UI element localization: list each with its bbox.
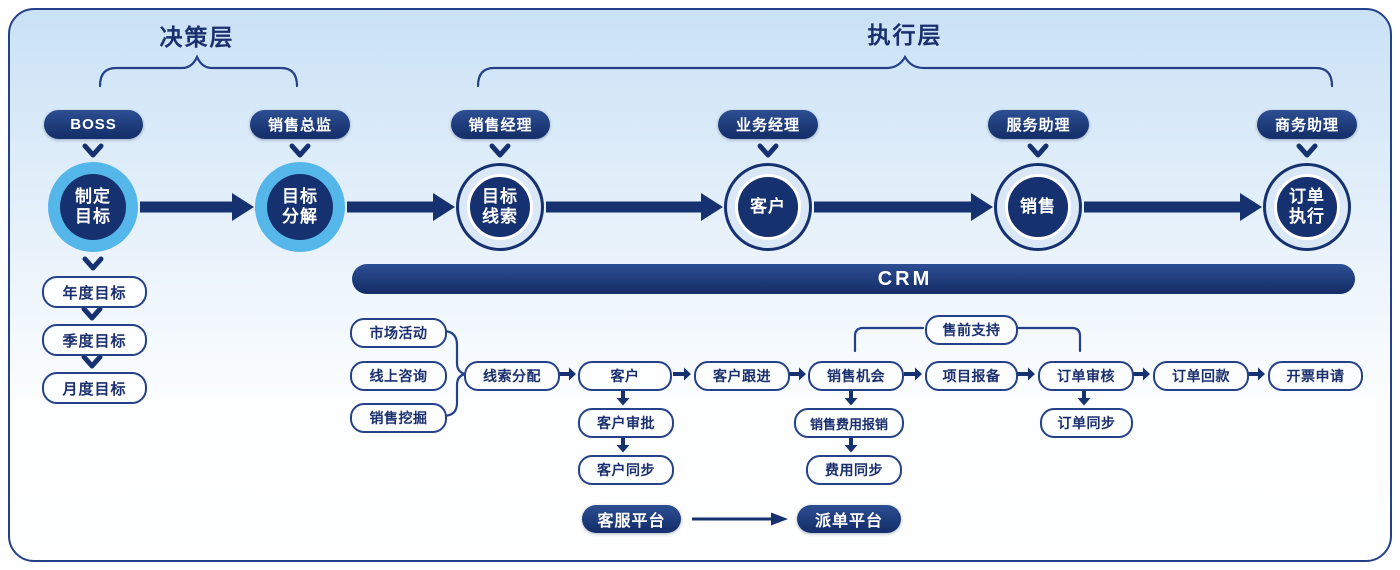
decision-layer-title: 决策层	[159, 24, 235, 50]
role-pill-service-assistant: 服务助理	[988, 110, 1089, 139]
goal-pill-annual: 年度目标	[42, 276, 147, 308]
stage-label: 销售	[1020, 197, 1056, 217]
stage-label: 目标	[282, 187, 318, 207]
flow-pill-project-filing: 项目报备	[925, 361, 1018, 391]
stage-circle-customer: 客户	[724, 163, 812, 251]
stage-label: 制定	[75, 187, 111, 207]
goal-pill-quarterly: 季度目标	[42, 324, 147, 356]
flow-pill-presale-support: 售前支持	[925, 315, 1018, 345]
role-pill-commerce-assistant: 商务助理	[1257, 110, 1357, 139]
flow-pill-customer-follow-up: 客户跟进	[694, 361, 790, 391]
flow-pill-expense-sync: 费用同步	[806, 455, 902, 485]
stage-label: 目标	[482, 187, 518, 207]
platform-pill-dispatch: 派单平台	[797, 505, 901, 533]
flow-pill-sales-expense-reimbursement: 销售费用报销	[794, 408, 904, 438]
stage-label: 客户	[750, 197, 786, 217]
stage-circle-goal-breakdown: 目标分解	[255, 162, 345, 252]
flow-pill-market-activity: 市场活动	[350, 318, 447, 348]
stage-circle-set-goals: 制定目标	[48, 162, 138, 252]
flow-pill-order-sync: 订单同步	[1040, 408, 1133, 438]
goal-pill-monthly: 月度目标	[42, 372, 147, 404]
flow-pill-invoice-request: 开票申请	[1268, 361, 1363, 391]
flow-pill-lead-assignment: 线索分配	[464, 361, 560, 391]
execution-layer-title: 执行层	[867, 22, 943, 48]
crm-bar: CRM	[352, 264, 1355, 294]
platform-pill-customer-service: 客服平台	[582, 505, 681, 533]
flow-pill-sales-mining: 销售挖掘	[350, 403, 447, 433]
flow-pill-customer-approval: 客户审批	[578, 408, 674, 438]
flow-pill-sales-opportunity: 销售机会	[808, 361, 904, 391]
stage-circle-sales: 销售	[994, 163, 1082, 251]
stage-label: 线索	[482, 207, 518, 226]
role-pill-sales-manager: 销售经理	[451, 110, 550, 139]
stage-label: 目标	[75, 207, 111, 226]
stage-label: 分解	[282, 207, 318, 226]
role-pill-boss: BOSS	[44, 110, 143, 139]
flow-pill-customer-sync: 客户同步	[578, 455, 674, 485]
stage-circle-order-execution: 订单执行	[1263, 163, 1351, 251]
flow-pill-online-inquiry: 线上咨询	[350, 361, 447, 391]
role-pill-sales-director: 销售总监	[250, 110, 350, 139]
stage-circle-goal-leads: 目标线索	[456, 163, 544, 251]
flow-pill-order-review: 订单审核	[1038, 361, 1134, 391]
stage-label: 订单	[1289, 187, 1325, 207]
stage-label: 执行	[1289, 207, 1325, 226]
flow-pill-customer: 客户	[578, 361, 672, 391]
role-pill-business-manager: 业务经理	[718, 110, 818, 139]
crm-bar-label: CRM	[877, 267, 933, 290]
flow-pill-order-payment: 订单回款	[1153, 361, 1249, 391]
